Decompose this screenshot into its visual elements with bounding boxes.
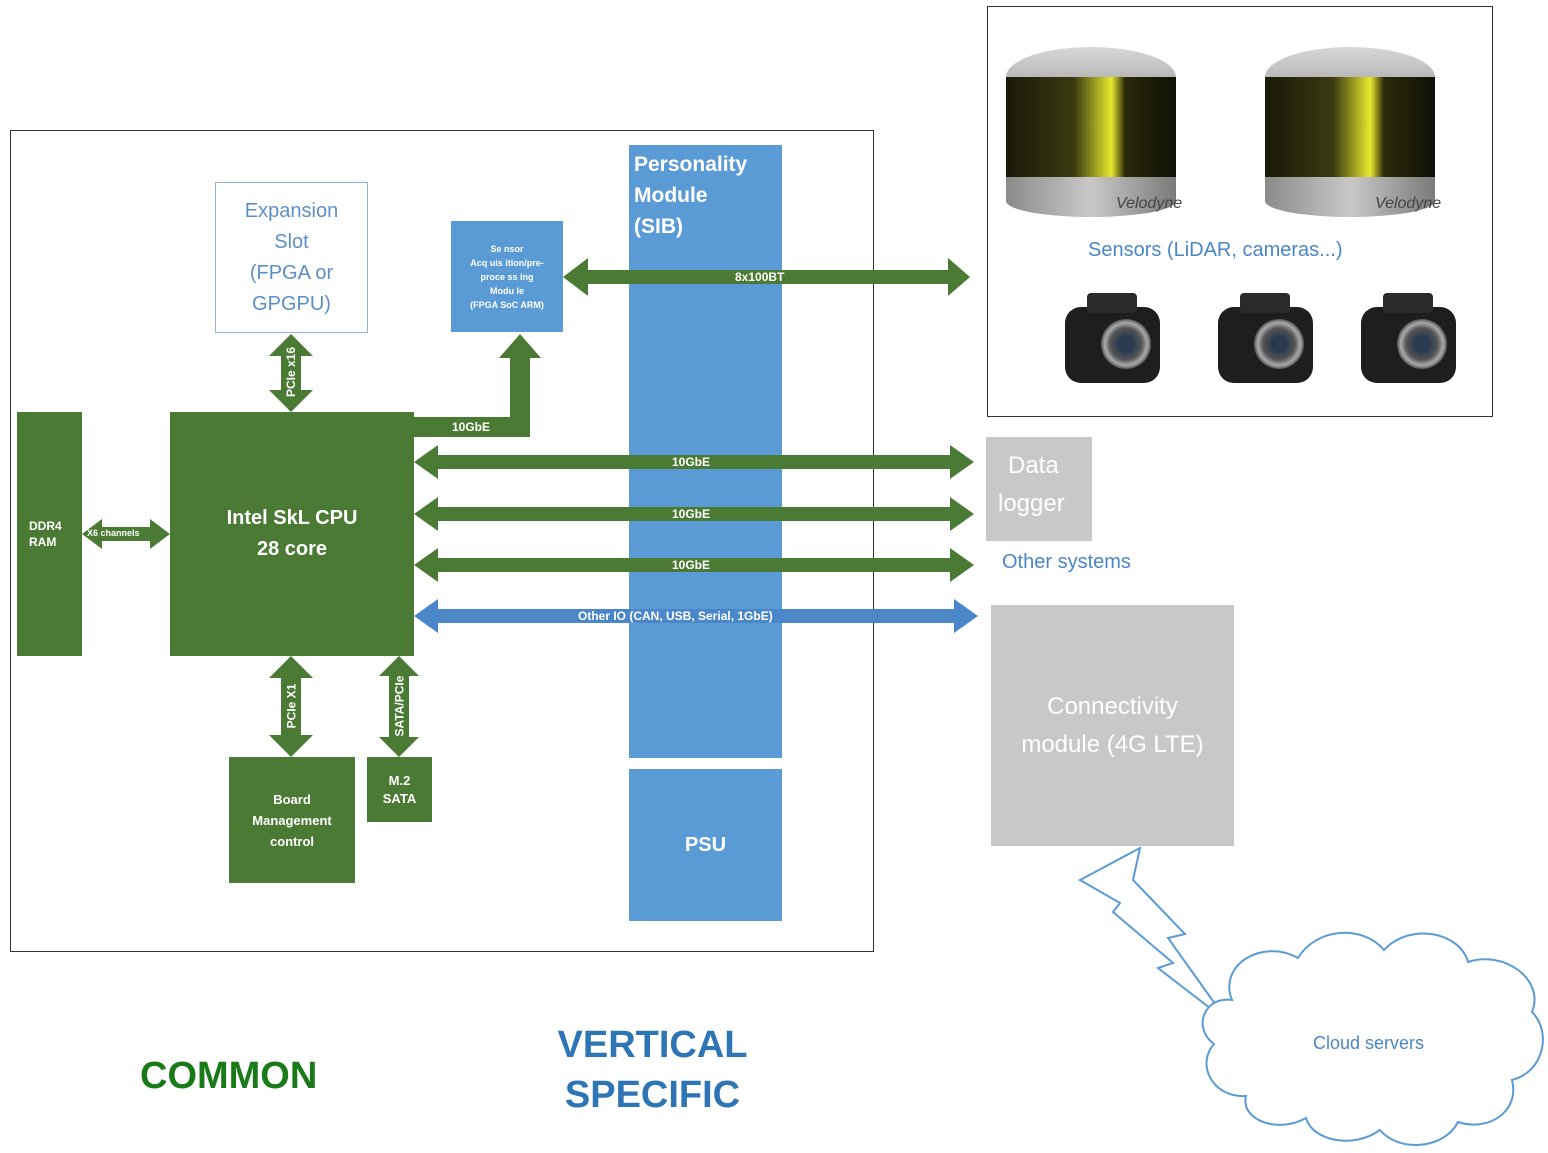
expansion-slot-block: Expansion Slot (FPGA or GPGPU) xyxy=(215,182,368,333)
cpu-line: 28 core xyxy=(256,538,328,560)
arrow-x6-channels xyxy=(82,519,170,549)
connectivity-line: Connectivity xyxy=(1047,692,1178,720)
m2-sata-line: M.2 xyxy=(388,772,411,788)
lidar-brand-label: Velodyne xyxy=(1375,195,1442,212)
label-sata-pcie-wrap: SATA/PCIe xyxy=(359,676,439,737)
sensor-acquisition-block: Se nsor Acq uis ition/pre- proce ss ing … xyxy=(451,221,563,332)
psu-block: PSU xyxy=(629,769,782,921)
legend-vertical-line: SPECIFIC xyxy=(564,1074,741,1116)
camera-image xyxy=(1218,289,1313,389)
arrow-pcie-x16 xyxy=(269,334,313,412)
sensor-module-line: proce ss ing xyxy=(480,271,534,282)
label-pcie-x1: PCIe X1 xyxy=(283,683,298,729)
label-other-io: Other IO (CAN, USB, Serial, 1GbE) xyxy=(578,609,773,623)
label-10gbe-3: 10GbE xyxy=(672,558,711,572)
arrow-other-io xyxy=(414,599,978,633)
data-logger-line: logger xyxy=(998,490,1065,517)
label-10gbe-1: 10GbE xyxy=(672,455,711,469)
data-logger-block: Data logger xyxy=(986,437,1092,541)
label-10gbe-2: 10GbE xyxy=(672,507,711,521)
board-management-line: Board xyxy=(273,791,311,807)
sensors-caption: Sensors (LiDAR, cameras...) xyxy=(1088,239,1343,261)
camera-image xyxy=(1065,289,1160,389)
lidar-brand-label: Velodyne xyxy=(1116,195,1183,212)
camera-image xyxy=(1361,289,1456,389)
personality-module-line: Module xyxy=(634,184,708,207)
legend-vertical-specific: VERTICAL SPECIFIC xyxy=(540,1020,765,1120)
legend-common: COMMON xyxy=(140,1055,318,1097)
m2-sata-block: M.2 SATA xyxy=(367,757,432,822)
system-frame xyxy=(10,130,874,952)
expansion-slot-line: (FPGA or xyxy=(249,261,334,284)
arrow-10gbe-1 xyxy=(414,445,974,479)
data-logger-line: Data xyxy=(1008,452,1059,479)
wireless-link-bolt xyxy=(1077,846,1229,1023)
label-pcie-x16: PCIe x16 xyxy=(283,346,298,398)
connectivity-module-block: Connectivity module (4G LTE) xyxy=(991,605,1234,846)
personality-module-block: Personality Module (SIB) xyxy=(629,145,782,758)
arrow-8x100bt xyxy=(563,258,970,296)
board-management-line: Management xyxy=(252,812,332,828)
sensor-module-line: Acq uis ition/pre- xyxy=(470,257,544,268)
expansion-slot-line: GPGPU) xyxy=(252,292,331,315)
label-pcie-x1-wrap: PCIe X1 xyxy=(251,684,331,729)
arrow-10gbe-sensor xyxy=(414,334,541,437)
lidar-image: Velodyne xyxy=(1265,47,1441,237)
label-8x100bt: 8x100BT xyxy=(735,270,785,284)
board-management-line: control xyxy=(269,833,315,849)
sensor-module-line: Modu le xyxy=(490,285,524,296)
connectivity-line: module (4G LTE) xyxy=(1021,730,1204,758)
label-x6-channels: X6 channels xyxy=(87,528,140,538)
board-management-block: Board Management control xyxy=(229,757,355,883)
arrow-10gbe-2 xyxy=(414,497,974,531)
ddr4-ram-block: DDR4 RAM xyxy=(17,412,82,656)
arrow-10gbe-3 xyxy=(414,548,974,582)
psu-label: PSU xyxy=(684,833,727,856)
cpu-line: Intel SkL CPU xyxy=(226,507,358,529)
expansion-slot-line: Expansion xyxy=(244,199,339,222)
personality-module-line: (SIB) xyxy=(634,215,683,238)
cloud-servers-label: Cloud servers xyxy=(1313,1033,1425,1053)
other-systems-label: Other systems xyxy=(1002,551,1131,573)
m2-sata-line: SATA xyxy=(382,790,417,806)
arrow-sata-pcie xyxy=(379,656,419,757)
label-10gbe-sensor: 10GbE xyxy=(452,420,491,434)
expansion-slot-line: Slot xyxy=(274,230,309,253)
personality-module-line: Personality xyxy=(634,153,748,176)
cpu-block: Intel SkL CPU 28 core xyxy=(170,412,414,656)
sensors-box: Velodyne Velodyne Sensors (LiDAR, camera… xyxy=(987,6,1493,417)
sensor-module-line: Se nsor xyxy=(490,243,524,254)
ddr4-line: RAM xyxy=(29,535,57,549)
ddr4-line: DDR4 xyxy=(29,519,62,533)
arrow-pcie-x1 xyxy=(269,656,313,757)
lidar-image: Velodyne xyxy=(1006,47,1182,237)
legend-vertical-line: VERTICAL xyxy=(557,1024,748,1066)
label-pcie-x16-wrap: PCIe x16 xyxy=(261,347,321,397)
sensor-module-line: (FPGA SoC ARM) xyxy=(470,299,544,310)
label-sata-pcie: SATA/PCIe xyxy=(392,675,406,737)
cloud-shape xyxy=(1201,931,1544,1146)
